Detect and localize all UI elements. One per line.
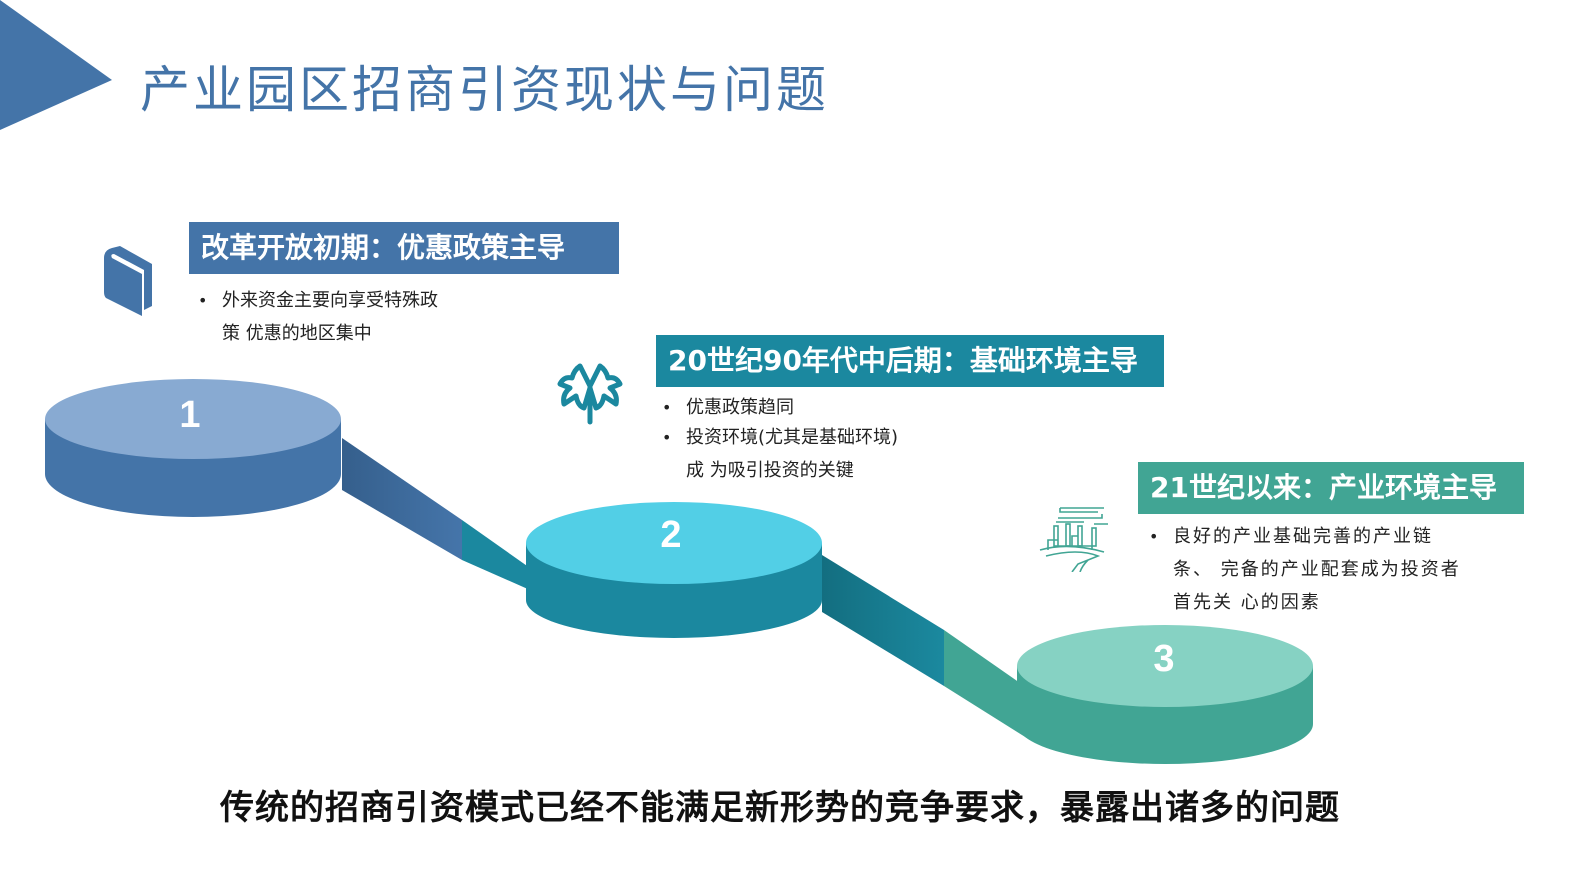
disc-3 xyxy=(1017,625,1313,764)
bullet-item: 外来资金主要向享受特殊政 xyxy=(196,284,438,317)
bullet-item-continuation: 成 为吸引投资的关键 xyxy=(686,460,854,481)
connector-1-2 xyxy=(342,438,530,590)
bullet-item: 优惠政策趋同 xyxy=(660,393,898,423)
connector-2-3 xyxy=(822,555,1030,740)
conclusion-text: 传统的招商引资模式已经不能满足新形势的竞争要求，暴露出诸多的问题 xyxy=(220,788,1340,828)
bullet-item: 投资环境(尤其是基础环境) xyxy=(660,423,898,453)
corner-triangle-decoration xyxy=(0,0,112,130)
bullet-item-continuation: 策 优惠的地区集中 xyxy=(222,323,372,344)
page-title: 产业园区招商引资现状与问题 xyxy=(140,61,829,119)
factory-icon xyxy=(1039,507,1108,572)
stage-1-bullets: 外来资金主要向享受特殊政 策 优惠的地区集中 xyxy=(196,284,438,350)
stage-1-heading: 改革开放初期：优惠政策主导 xyxy=(189,222,619,274)
bullet-item-continuation: 首先关 心的因素 xyxy=(1173,592,1321,613)
stage-number-3: 3 xyxy=(1153,638,1175,680)
stage-2-heading: 20世纪90年代中后期：基础环境主导 xyxy=(656,335,1164,387)
stage-number-2: 2 xyxy=(660,514,682,556)
book-icon xyxy=(104,246,152,316)
stage-3-bullets: 良好的产业基础完善的产业链 条、 完备的产业配套成为投资者 首先关 心的因素 xyxy=(1147,520,1461,619)
bullet-item: 良好的产业基础完善的产业链 xyxy=(1147,520,1461,553)
stage-number-1: 1 xyxy=(179,394,201,436)
disc-1 xyxy=(45,379,341,517)
bullet-item-continuation: 条、 完备的产业配套成为投资者 xyxy=(1173,559,1461,580)
palm-tree-icon xyxy=(557,363,623,425)
disc-2 xyxy=(526,502,822,638)
stage-2-bullets: 优惠政策趋同 投资环境(尤其是基础环境) 成 为吸引投资的关键 xyxy=(660,393,898,489)
stage-3-heading: 21世纪以来：产业环境主导 xyxy=(1138,462,1524,514)
